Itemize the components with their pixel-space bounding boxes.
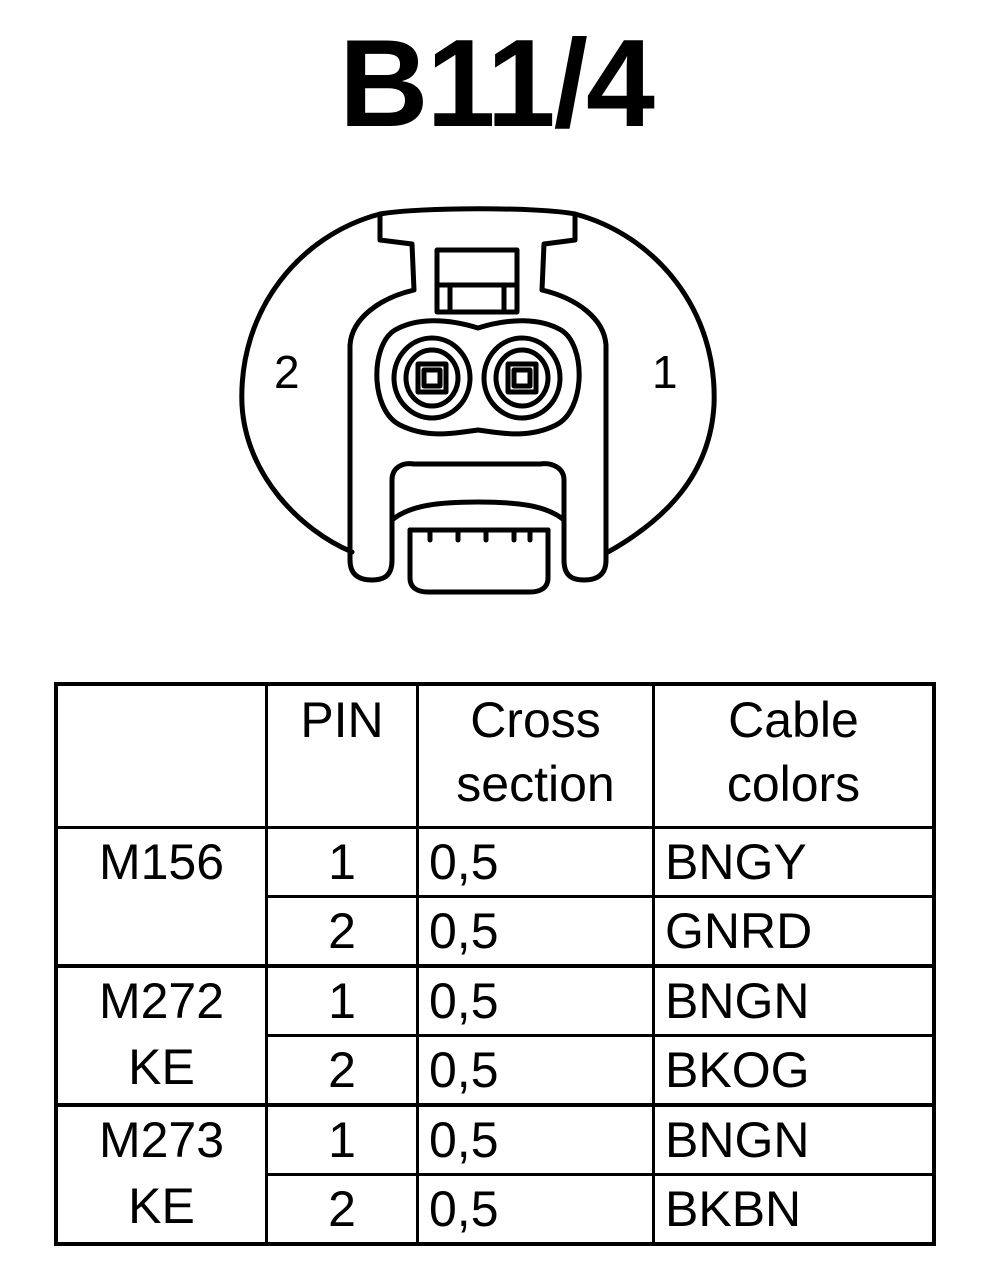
pin-cell: 1 bbox=[265, 826, 419, 898]
latch-outline bbox=[347, 211, 417, 583]
cross-section-cell: 0,5 bbox=[416, 1173, 655, 1246]
engine-label: M156 bbox=[98, 834, 225, 890]
engine-label: KE bbox=[128, 1039, 195, 1095]
engine-label: M272 bbox=[98, 973, 225, 1029]
cable-color-cell: BNGN bbox=[652, 1103, 936, 1176]
engine-label: M273 bbox=[98, 1112, 225, 1168]
connector-face-diagram: 2 1 bbox=[239, 206, 717, 595]
pin-cell: 2 bbox=[265, 1034, 419, 1107]
cross-section-cell: 0,5 bbox=[416, 964, 655, 1037]
pin-cell: 2 bbox=[265, 895, 419, 968]
cable-color-cell: BKOG bbox=[652, 1034, 936, 1107]
bottom-key-outline bbox=[389, 461, 567, 523]
pin-cell: 2 bbox=[265, 1173, 419, 1246]
cross-section-cell: 0,5 bbox=[416, 1103, 655, 1176]
header-engine bbox=[54, 682, 268, 829]
component-title: B11/4 bbox=[338, 15, 655, 153]
cable-color-cell: BNGN bbox=[652, 964, 936, 1037]
engine-cell: M156 bbox=[54, 826, 268, 968]
engine-label: KE bbox=[128, 1178, 195, 1234]
pin-1-socket bbox=[481, 335, 563, 421]
header-pin: PIN bbox=[265, 682, 419, 829]
pin-2-label: 2 bbox=[274, 346, 300, 398]
pin-2-socket bbox=[391, 335, 473, 421]
pin-cell: 1 bbox=[265, 964, 419, 1037]
cross-section-cell: 0,5 bbox=[416, 826, 655, 898]
latch-window bbox=[434, 247, 520, 315]
cross-section-cell: 0,5 bbox=[416, 895, 655, 968]
cable-color-cell: GNRD bbox=[652, 895, 936, 968]
connector-housing-outline bbox=[239, 211, 383, 555]
pin-cell: 1 bbox=[265, 1103, 419, 1176]
cross-section-cell: 0,5 bbox=[416, 1034, 655, 1107]
cable-color-cell: BKBN bbox=[652, 1173, 936, 1246]
pin-1-label: 1 bbox=[652, 346, 678, 398]
cable-color-cell: BNGY bbox=[652, 826, 936, 898]
